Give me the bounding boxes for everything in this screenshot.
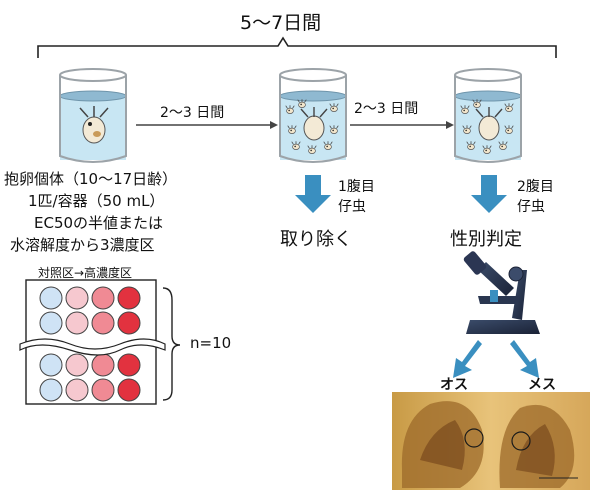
removal-brood-line2: 仔虫	[338, 199, 366, 215]
individual-line-3: EC50の半値または	[34, 214, 164, 232]
beaker-3	[454, 68, 522, 163]
sexing-brood-line2: 仔虫	[517, 199, 545, 215]
well-r4-c3	[91, 378, 115, 402]
well-plate	[19, 279, 166, 405]
individual-line-4: 水溶解度から3濃度区	[10, 236, 155, 254]
well-r1-c4	[117, 286, 141, 310]
well-r1-c1	[39, 286, 63, 310]
arrow-step-2	[350, 121, 454, 129]
female-label: メス	[528, 377, 556, 393]
removal-brood-line1: 1腹目	[338, 179, 375, 195]
male-label: オス	[440, 377, 468, 393]
down-arrow-removal	[295, 175, 331, 213]
daphnia-photo	[392, 392, 590, 490]
well-r4-c4	[117, 378, 141, 402]
arrow-to-female	[510, 340, 539, 378]
replicate-bracket	[162, 287, 181, 401]
sexing-action: 性別判定	[450, 229, 522, 250]
interval-label-2: 2〜3 日間	[354, 101, 419, 117]
well-r1-c3	[91, 286, 115, 310]
duration-bracket	[37, 36, 557, 58]
duration-label: 5〜7日間	[240, 12, 322, 34]
well-r2-c4	[117, 311, 141, 335]
beaker-1	[59, 68, 127, 163]
plate-break-line	[19, 338, 166, 356]
well-r3-c3	[91, 353, 115, 377]
well-r3-c2	[65, 353, 89, 377]
well-r2-c1	[39, 311, 63, 335]
well-r1-c2	[65, 286, 89, 310]
replicate-label: n=10	[190, 334, 232, 352]
beaker-2	[279, 68, 347, 163]
daphnia-adult-icon	[79, 106, 109, 144]
well-r4-c1	[39, 378, 63, 402]
removal-action: 取り除く	[280, 229, 352, 250]
microscope-icon	[463, 251, 540, 334]
arrow-step-1	[136, 121, 278, 129]
down-arrow-sexing	[471, 175, 507, 213]
plate-title: 対照区→高濃度区	[38, 266, 133, 280]
well-r4-c2	[65, 378, 89, 402]
interval-label-1: 2〜3 日間	[160, 105, 225, 121]
well-r2-c2	[65, 311, 89, 335]
well-r3-c1	[39, 353, 63, 377]
sexing-brood-line1: 2腹目	[517, 179, 554, 195]
well-r3-c4	[117, 353, 141, 377]
arrow-to-male	[453, 340, 482, 378]
individual-line-1: 抱卵個体（10〜17日齢）	[4, 170, 178, 188]
individual-line-2: 1匹/容器（50 mL）	[28, 192, 165, 210]
well-r2-c3	[91, 311, 115, 335]
